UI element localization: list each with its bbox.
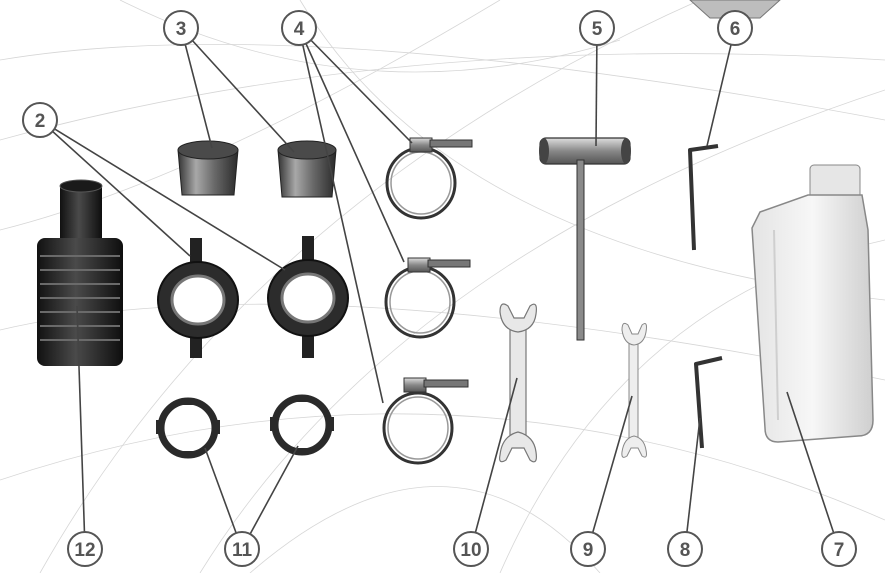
callout-8: 8	[668, 532, 702, 566]
callout-11: 11	[225, 532, 259, 566]
callout-5: 5	[580, 11, 614, 45]
union-nut-icon	[156, 395, 334, 458]
hex-key-icon	[696, 358, 722, 448]
callout-number: 4	[294, 19, 305, 40]
callout-number: 12	[74, 540, 95, 561]
callout-number: 2	[35, 111, 46, 132]
callout-number: 7	[834, 540, 845, 561]
callout-7: 7	[822, 532, 856, 566]
callout-number: 8	[680, 540, 691, 561]
callout-2: 2	[23, 103, 57, 137]
callout-number: 10	[460, 540, 481, 561]
oil-bottle-icon	[752, 165, 873, 442]
callout-6: 6	[718, 11, 752, 45]
callout-3: 3	[164, 11, 198, 45]
callout-number: 5	[592, 19, 603, 40]
callout-10: 10	[454, 532, 488, 566]
open-end-wrench-icon	[500, 304, 537, 462]
callout-12: 12	[68, 532, 102, 566]
callout-4: 4	[282, 11, 316, 45]
callout-number: 11	[232, 540, 253, 561]
callout-number: 3	[176, 19, 187, 40]
callout-number: 6	[730, 19, 741, 40]
callout-number: 9	[583, 540, 594, 561]
hex-key-icon	[690, 146, 718, 250]
hose-sleeve-icon	[178, 141, 336, 197]
pipe-coupling-icon	[158, 236, 348, 358]
callout-9: 9	[571, 532, 605, 566]
suction-strainer-icon	[37, 180, 123, 366]
t-wrench-icon	[539, 138, 631, 340]
